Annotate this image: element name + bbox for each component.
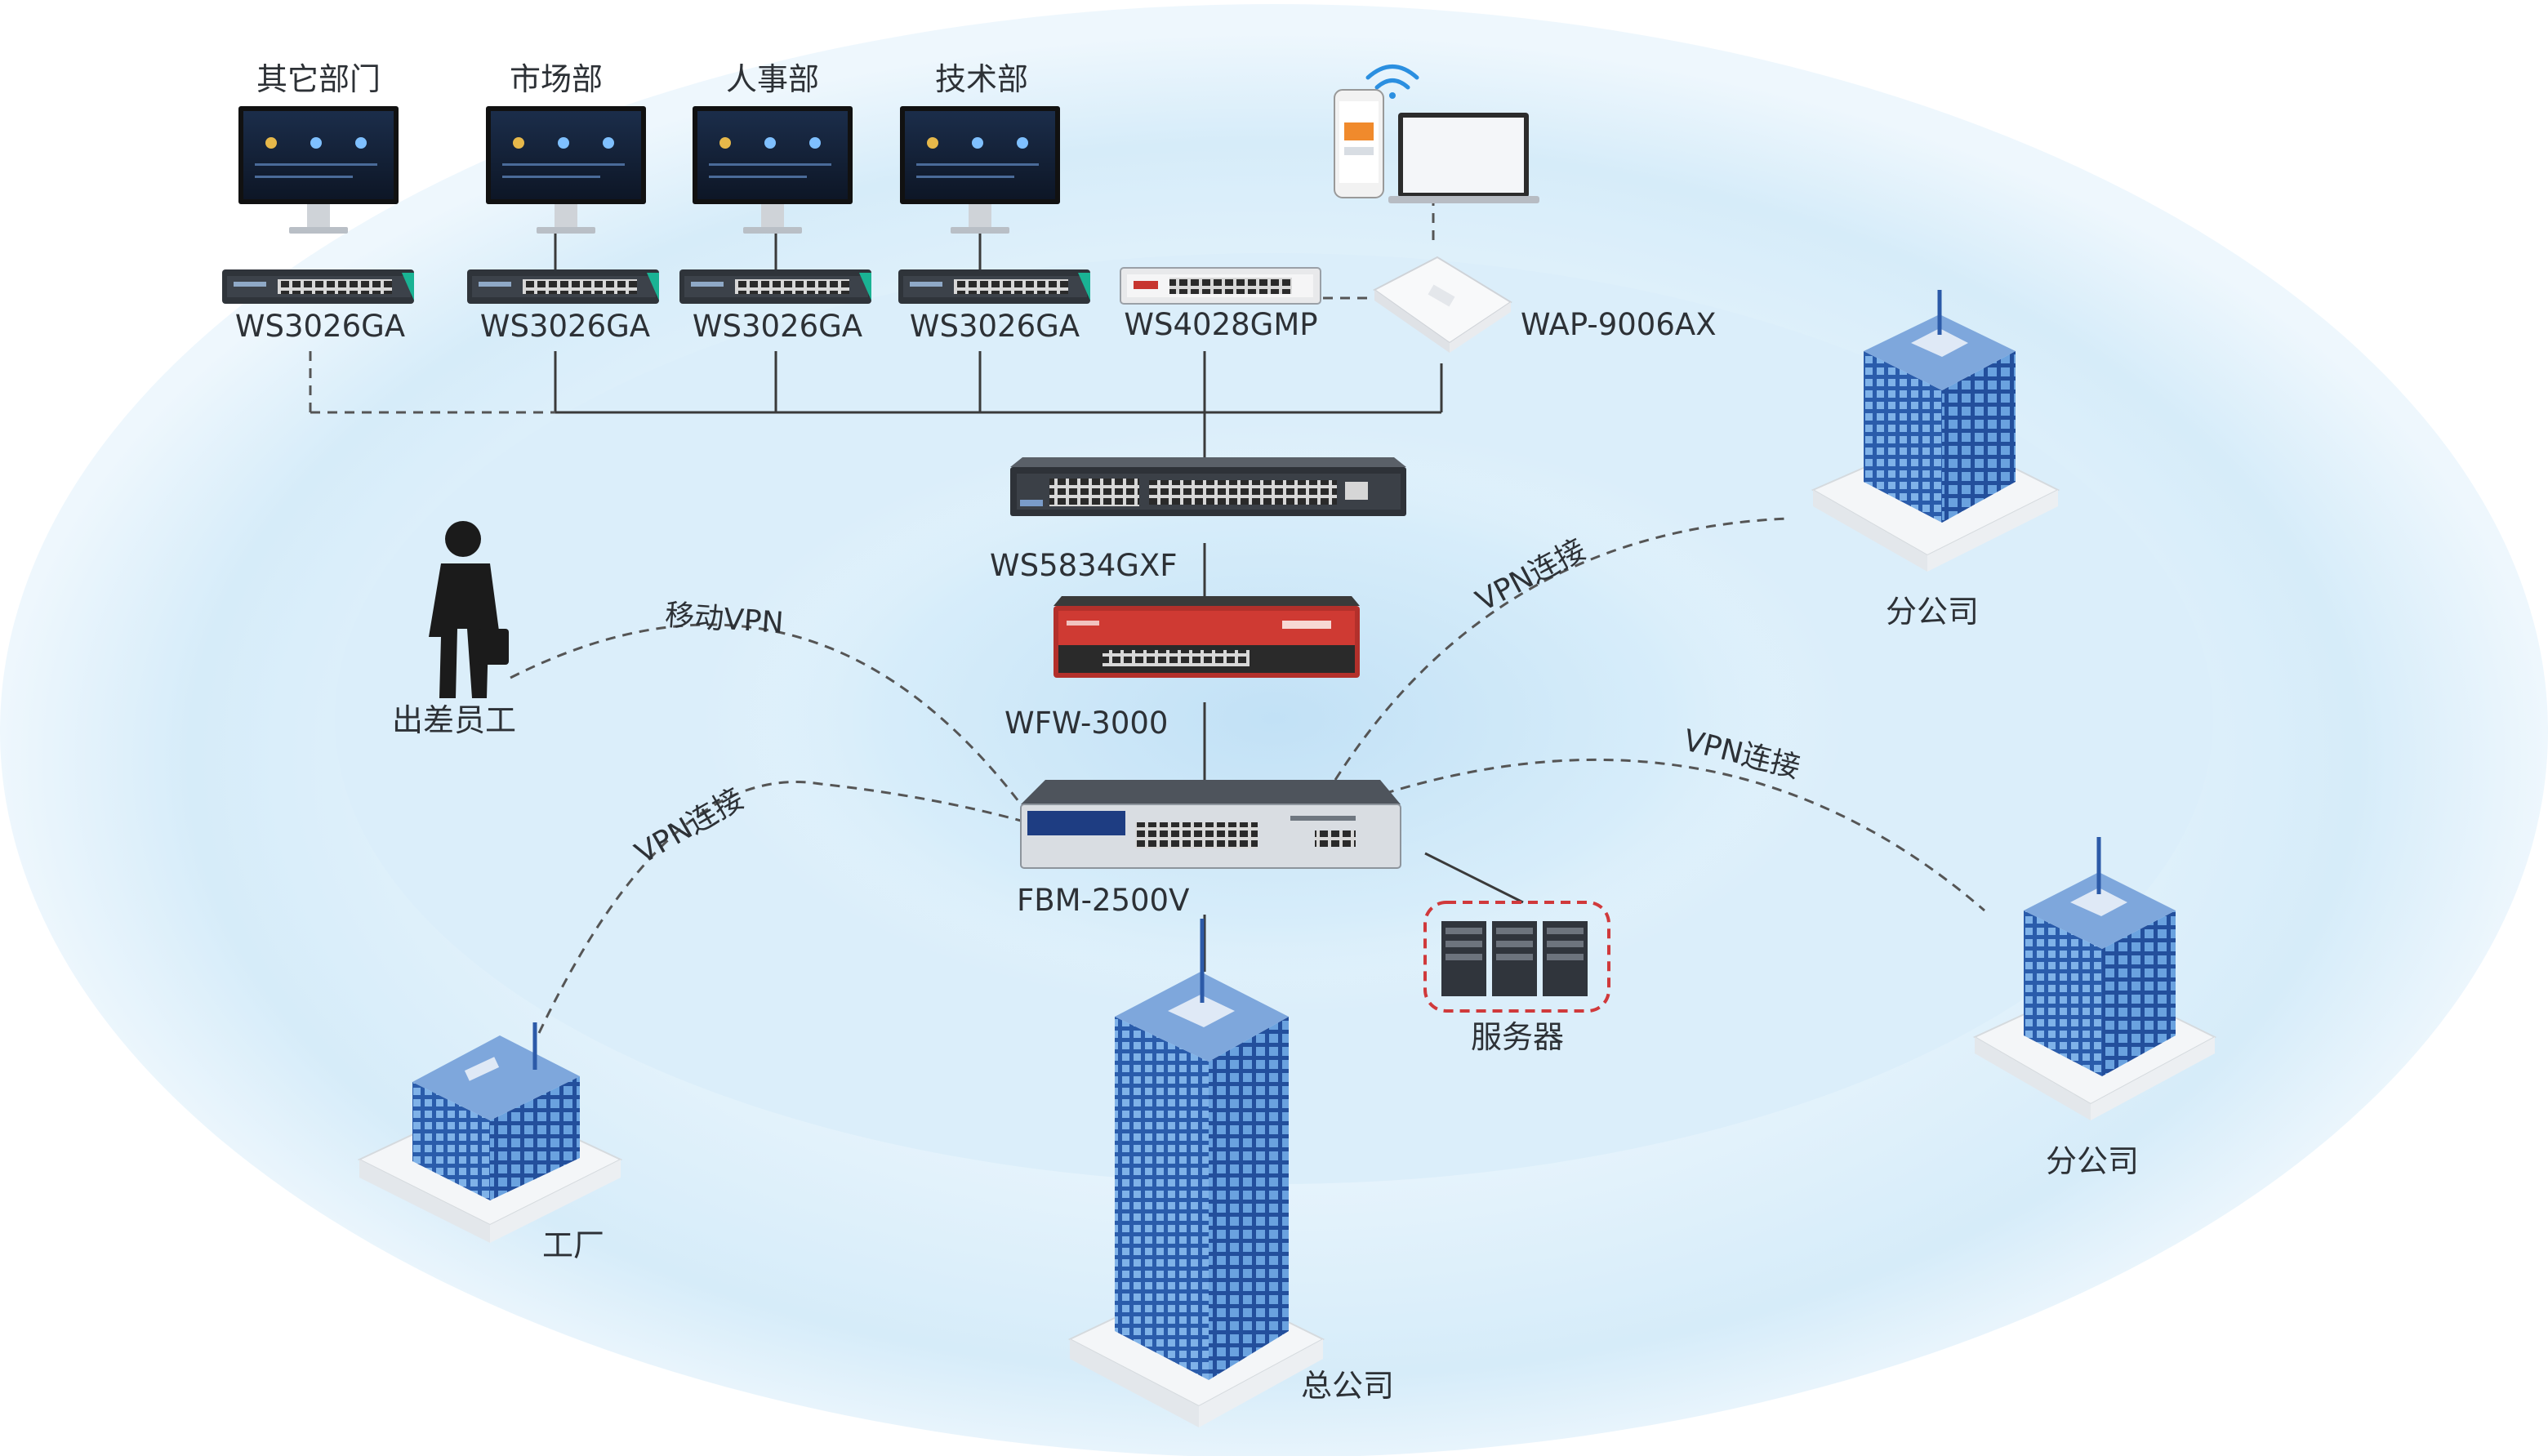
- switch-label-other: WS3026GA: [235, 309, 405, 344]
- monitor-marketing: [486, 106, 646, 234]
- monitor-other-departments: [238, 106, 399, 234]
- headquarters-building: [1067, 919, 1325, 1427]
- switch-label-hr: WS3026GA: [693, 309, 862, 344]
- switch-label-marketing: WS3026GA: [480, 309, 650, 344]
- monitor-tech: [900, 106, 1060, 234]
- firewall: [1054, 596, 1360, 678]
- gateway-device: [1020, 780, 1401, 869]
- dept-label-marketing: 市场部: [510, 61, 603, 97]
- branch-building-top: [1811, 290, 2060, 572]
- branch-right-label: 分公司: [2046, 1143, 2139, 1179]
- mobile-vpn-label: 移动VPN: [664, 599, 785, 640]
- server-cluster: [1423, 901, 1610, 1013]
- servers-label: 服务器: [1471, 1019, 1564, 1055]
- dashed-links: [309, 196, 1985, 1034]
- headquarters-label: 总公司: [1301, 1368, 1394, 1404]
- switch-marketing: [467, 269, 659, 304]
- traveler-figure: [429, 521, 509, 698]
- core-switch: [1010, 457, 1406, 516]
- dept-label-hr: 人事部: [726, 61, 819, 97]
- branch-building-right: [1972, 837, 2217, 1120]
- traveler-label: 出差员工: [392, 702, 516, 738]
- lan-links: [554, 233, 1524, 972]
- dept-label-tech: 技术部: [935, 61, 1028, 97]
- dept-label-other: 其它部门: [256, 61, 381, 97]
- mobile-devices: [1334, 89, 1539, 203]
- gateway-label: FBM-2500V: [1017, 883, 1189, 918]
- access-point-label: WAP-9006AX: [1521, 307, 1717, 342]
- access-point: [1373, 256, 1512, 353]
- core-switch-label: WS5834GXF: [990, 548, 1178, 583]
- switch-other-departments: [222, 269, 414, 304]
- switch-label-tech: WS3026GA: [910, 309, 1080, 344]
- switch-tech: [898, 269, 1090, 304]
- factory-label: 工厂: [542, 1227, 604, 1263]
- firewall-label: WFW-3000: [1004, 706, 1168, 741]
- monitor-hr: [693, 106, 853, 234]
- wifi-icon: [1365, 65, 1419, 99]
- switch-hr: [679, 269, 871, 304]
- branch-top-label: 分公司: [1886, 594, 1979, 630]
- poe-switch: [1120, 267, 1321, 305]
- poe-switch-label: WS4028GMP: [1124, 307, 1317, 342]
- inner-network-ellipse: [702, 425, 1846, 1013]
- factory-building: [357, 1022, 623, 1243]
